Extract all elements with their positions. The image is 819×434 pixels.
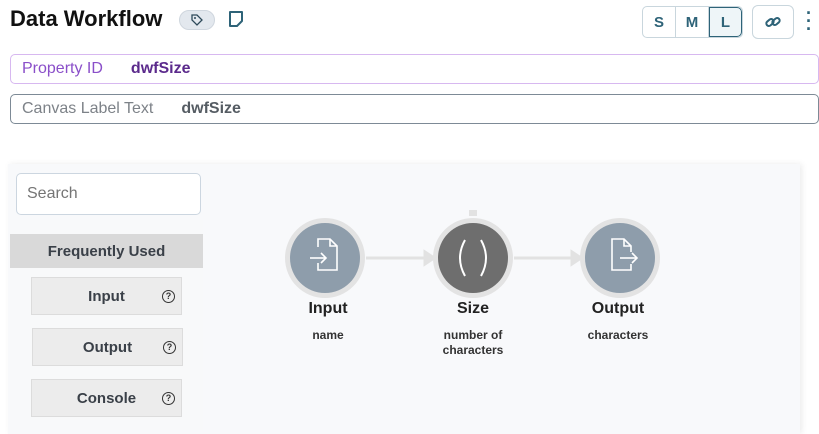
more-options-icon[interactable]: ··· <box>806 3 812 39</box>
help-icon[interactable]: ? <box>162 290 175 303</box>
file-import-icon <box>310 238 338 271</box>
connector-input-size[interactable] <box>366 249 437 267</box>
canvas-label-value: dwfSize <box>181 100 241 117</box>
node-output-title: Output <box>591 300 645 317</box>
node-output-desc: characters <box>587 328 649 342</box>
node-input[interactable] <box>285 218 365 298</box>
item-label: Console <box>76 389 137 407</box>
note-icon <box>229 11 243 27</box>
connector-size-output[interactable] <box>514 249 584 267</box>
link-button[interactable] <box>752 5 794 39</box>
search-input[interactable] <box>16 173 201 215</box>
size-m-button[interactable]: M <box>676 7 709 37</box>
note-button[interactable] <box>227 10 245 33</box>
link-icon <box>765 17 781 27</box>
canvas-label-label: Canvas Label Text <box>22 100 154 117</box>
node-output[interactable] <box>580 218 660 298</box>
canvas-label-field[interactable]: Canvas Label Text dwfSize <box>10 94 819 124</box>
palette-item-output[interactable]: Output? <box>32 328 183 366</box>
size-l-button[interactable]: L <box>709 7 742 37</box>
node-size-title: Size <box>456 300 489 317</box>
page-title: Data Workflow <box>10 6 163 31</box>
node-input-title: Input <box>308 300 348 317</box>
node-size[interactable] <box>433 218 513 298</box>
frequently-used-header[interactable]: Frequently Used <box>10 234 203 268</box>
node-size-desc: number of characters <box>442 328 504 357</box>
property-id-field[interactable]: Property ID dwfSize <box>10 54 819 84</box>
property-id-label: Property ID <box>22 60 103 77</box>
workflow-graph <box>285 210 660 298</box>
tag-icon <box>191 14 203 26</box>
property-id-value: dwfSize <box>130 60 191 77</box>
parentheses-icon <box>459 239 487 277</box>
item-label: Input <box>88 287 125 305</box>
item-label: Output <box>82 338 133 356</box>
file-export-icon <box>611 238 639 271</box>
palette-item-input[interactable]: Input? <box>31 277 182 315</box>
node-input-desc: name <box>312 328 344 342</box>
palette-item-console[interactable]: Console? <box>31 379 182 417</box>
help-icon[interactable]: ? <box>162 392 175 405</box>
tag-button[interactable] <box>179 10 215 30</box>
size-s-button[interactable]: S <box>643 7 676 37</box>
help-icon[interactable]: ? <box>163 341 176 354</box>
size-selector: S M L <box>642 6 743 38</box>
